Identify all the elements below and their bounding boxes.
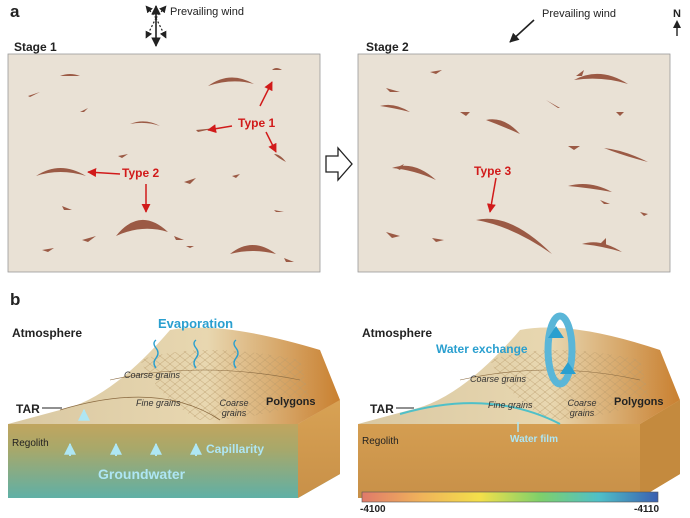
- capillarity-label: Capillarity: [206, 442, 265, 456]
- type-3-label: Type 3: [474, 164, 512, 178]
- regolith-label-right: Regolith: [362, 436, 399, 447]
- wind-arrow-stage-2: [509, 19, 535, 43]
- colorbar-min-label: -4100: [360, 504, 386, 515]
- stage-transition-arrow: [325, 146, 353, 182]
- stage-2-label: Stage 2: [366, 40, 409, 54]
- wind-arrows-stage-1: [145, 5, 167, 47]
- elevation-colorbar: [361, 491, 659, 503]
- stage-2-panel: [357, 53, 671, 273]
- atmosphere-label-left: Atmosphere: [12, 326, 83, 340]
- type-1-label: Type 1: [238, 116, 276, 130]
- water-film-label: Water film: [510, 434, 558, 445]
- colorbar-max-label: -4110: [634, 504, 660, 515]
- prevailing-wind-label-2: Prevailing wind: [542, 8, 616, 20]
- panel-a-letter: a: [10, 2, 20, 21]
- stage-2-dunes: [380, 70, 648, 254]
- left-block-diagram: [8, 327, 340, 498]
- prevailing-wind-label-1: Prevailing wind: [170, 6, 244, 18]
- type-arrows: [87, 81, 497, 213]
- stage-1-label: Stage 1: [14, 40, 57, 54]
- water-exchange-label: Water exchange: [436, 342, 528, 356]
- water-exchange-icon: [544, 312, 576, 388]
- panel-b-letter: b: [10, 290, 21, 309]
- evaporation-arrows: [153, 339, 239, 369]
- right-block-diagram: [358, 327, 680, 498]
- tar-label-left: TAR: [16, 402, 40, 416]
- fine-grains-right: Fine grains: [488, 400, 533, 410]
- type-2-label: Type 2: [122, 166, 160, 180]
- capillarity-arrows: [64, 408, 202, 456]
- polygons-label-right: Polygons: [614, 396, 664, 408]
- tar-label-right: TAR: [370, 402, 394, 416]
- coarse-grains-top-right: Coarse grains: [470, 374, 527, 384]
- coarse-grains-top-left: Coarse grains: [124, 370, 181, 380]
- stage-1-dunes: [28, 68, 294, 262]
- compass-north-label: N: [673, 8, 681, 20]
- evaporation-label: Evaporation: [158, 316, 234, 331]
- fine-grains-left: Fine grains: [136, 398, 181, 408]
- coarse-grains-side-left: Coarse grains: [219, 398, 249, 418]
- polygons-label-left: Polygons: [266, 396, 316, 408]
- atmosphere-label-right: Atmosphere: [362, 326, 433, 340]
- regolith-label-left: Regolith: [12, 438, 49, 449]
- compass-icon: [673, 20, 681, 36]
- coarse-grains-side-right: Coarse grains: [567, 398, 597, 418]
- groundwater-label: Groundwater: [98, 466, 186, 482]
